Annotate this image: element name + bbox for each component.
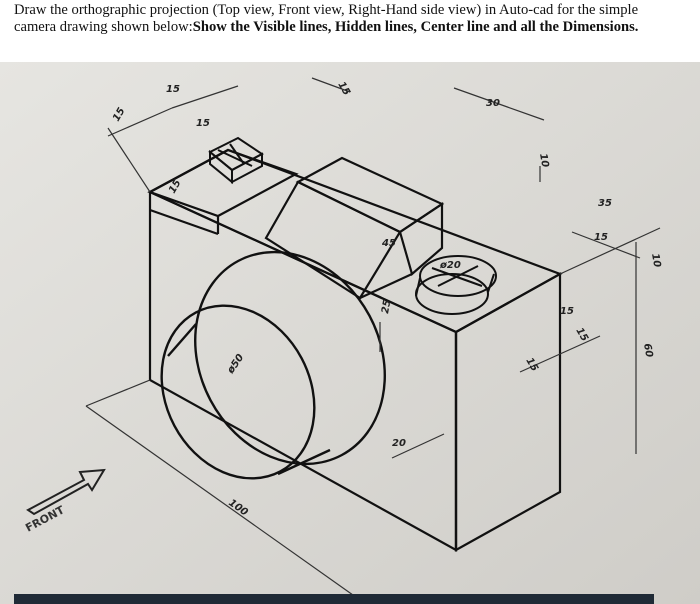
shutter-button xyxy=(415,255,497,315)
viewfinder-square xyxy=(208,136,264,185)
isometric-drawing: 15 15 15 30 10 35 15 10 15 15 60 45 15 ø… xyxy=(0,62,700,604)
question-bold: Show the Visible lines, Hidden lines, Ce… xyxy=(192,19,639,35)
dim-25: 25 xyxy=(380,299,393,315)
dim-10-right: 10 xyxy=(649,253,662,269)
lens-cylinder xyxy=(160,250,386,480)
dim-15-small-b: 15 xyxy=(560,306,574,317)
dim-15-right: 15 xyxy=(594,232,608,243)
top-slab xyxy=(147,148,299,218)
prism-block xyxy=(264,156,445,300)
question-normal: Draw the orthographic projection (Top vi… xyxy=(14,2,639,35)
dim-60: 60 xyxy=(641,343,654,359)
dim-10-upper: 10 xyxy=(537,153,550,169)
dim-15-top: 15 xyxy=(166,84,180,95)
question-text: Draw the orthographic projection (Top vi… xyxy=(14,2,654,36)
dim-diameter-20: ø20 xyxy=(439,260,461,271)
dim-20: 20 xyxy=(392,438,406,449)
dim-35: 35 xyxy=(598,198,612,209)
dim-45-angle: 45 xyxy=(381,238,396,249)
camera-drawing-photo: 15 15 15 30 10 35 15 10 15 15 60 45 15 ø… xyxy=(0,62,700,604)
dim-30: 30 xyxy=(486,98,500,109)
dim-15-small-a: 15 xyxy=(196,118,210,129)
paper-background xyxy=(0,62,700,604)
photo-bottom-edge xyxy=(14,594,654,604)
dimension-lines xyxy=(85,77,661,601)
